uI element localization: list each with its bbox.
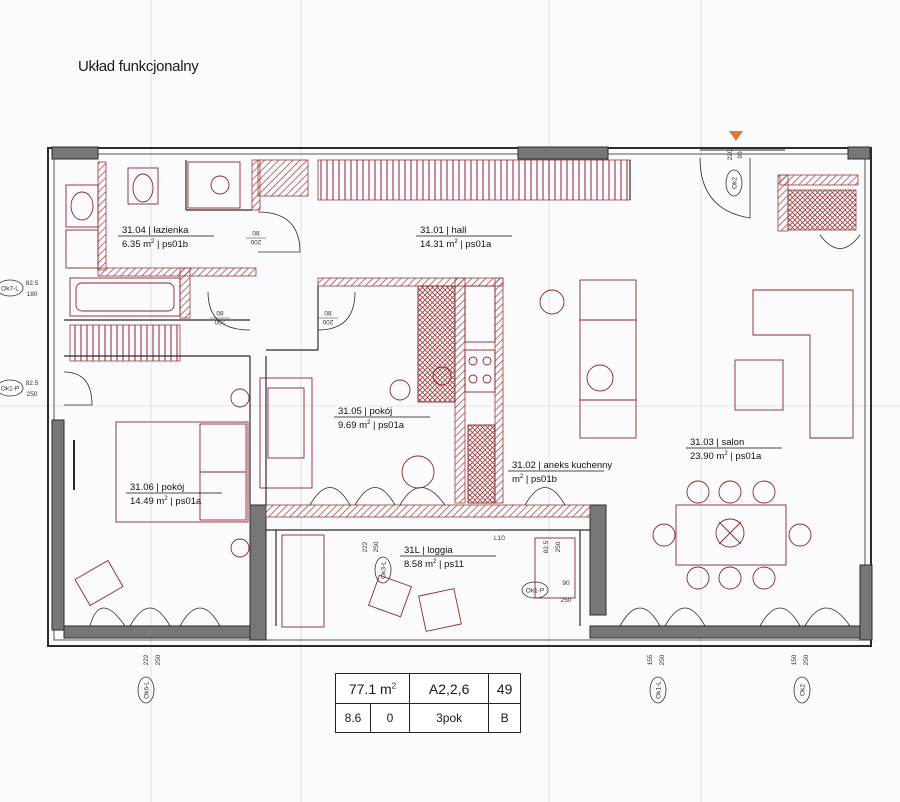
room-id-name: 31.05 | pokój: [338, 406, 392, 417]
summary-number: 49: [488, 673, 521, 704]
furniture-room-31.06: [73, 388, 250, 607]
room-area-code: 8.58 m2 | ps11: [404, 559, 464, 570]
window-tag-label: Ok6-L: [144, 681, 151, 699]
summary-rooms: 3pok: [408, 703, 490, 733]
window-tag: Ok3-L: [374, 556, 392, 584]
paper-crease: [700, 0, 702, 802]
partition-walls: [69, 159, 859, 518]
room-label-31.02: 31.02 | aneks kuchenny m2 | ps01b: [508, 460, 612, 485]
summary-unit-code: A2,2,6: [408, 673, 490, 704]
dimension-value: 180: [27, 291, 38, 298]
loggia-l10-note: L10: [494, 535, 505, 542]
furniture-salon: [539, 289, 854, 590]
unit-summary-table: 77.1 m2 A2,2,6 49 8.6 0 3pok B: [335, 673, 521, 733]
paper-crease: [300, 0, 302, 802]
room-area-code: 14.49 m2 | ps01a: [130, 496, 202, 507]
room-id-name: 31.06 | pokój: [130, 482, 184, 493]
door-width: 200: [322, 318, 333, 325]
door-height: 80: [252, 229, 260, 236]
room-id-name: 31.01 | hall: [420, 225, 466, 236]
dimension-value: 250: [373, 541, 380, 552]
dimension-value: 82.5: [543, 540, 550, 553]
room-label-31.05: 31.05 | pokój 9.69 m2 | ps01a: [334, 406, 430, 431]
entry-marker: [700, 131, 785, 151]
furniture-loggia: [281, 534, 576, 632]
dimension-value: 222: [143, 654, 150, 665]
window-tag-label: Ok2: [800, 684, 807, 696]
dimension-annotations: 82.5 180 82.5 250 222 250 222 250 82.5 250 90 250 15…: [26, 149, 810, 665]
dimension-value: 222: [362, 541, 369, 552]
room-area-code: 23.90 m2 | ps01a: [690, 451, 762, 462]
summary-type: B: [488, 703, 521, 733]
dimension-value: 90: [562, 580, 570, 587]
dimension-value: 82.5: [26, 380, 39, 387]
room-area-code: 14.31 m2 | ps01a: [420, 239, 492, 250]
dimension-value: 250: [561, 597, 572, 604]
room-id-name: 31L | loggia: [404, 545, 453, 556]
window-tag-label: Ok1-P: [1, 386, 19, 393]
room-label-31.06: 31.06 | pokój 14.49 m2 | ps01a: [126, 482, 222, 507]
room-label-31.01: 31.01 | hall 14.31 m2 | ps01a: [416, 225, 512, 250]
outer-walls: [47, 147, 872, 647]
window-tag: Ok2: [793, 676, 811, 704]
dimension-value: 82.5: [26, 280, 39, 287]
room-label-31.04: 31.04 | łazienka 6.35 m2 | ps01b: [118, 225, 214, 250]
furniture-room-31.05: [259, 377, 435, 489]
dimension-value: 250: [155, 654, 162, 665]
room-id-name: 31.02 | aneks kuchenny: [512, 460, 612, 471]
summary-floor: 8.6: [335, 703, 371, 733]
window-tag-label: Ok2: [732, 177, 739, 189]
room-labels: 31.04 | łazienka 6.35 m2 | ps01b 31.01 | h…: [118, 225, 782, 570]
dimension-value: 250: [555, 541, 562, 552]
room-label-31.03: 31.03 | salon 23.90 m2 | ps01a: [686, 437, 782, 462]
window-tag-label: Ok3-L: [381, 561, 388, 579]
room-area-code: 6.35 m2 | ps01b: [122, 239, 188, 250]
window-tag: Ok2: [725, 169, 743, 197]
dimension-value: 150: [791, 654, 798, 665]
window-tag-label: Ok1-P: [526, 588, 544, 595]
window-tag: Ok1-P: [0, 379, 24, 397]
bathroom-fixtures: [65, 161, 241, 317]
window-tag: Ok1-L: [649, 676, 667, 704]
summary-area: 77.1 m2: [335, 673, 410, 704]
paper-crease: [548, 0, 550, 802]
window-tag: Ok1-P: [521, 581, 549, 599]
window-tag-label: Ok1-L: [656, 681, 663, 699]
window-tag-label: Ok7-L: [1, 286, 19, 293]
window-tag: Ok6-L: [137, 676, 155, 704]
summary-staircase: 0: [370, 703, 410, 733]
room-id-name: 31.03 | salon: [690, 437, 744, 448]
dimension-value: 250: [27, 391, 38, 398]
door-height: 80: [216, 309, 224, 316]
room-id-name: 31.04 | łazienka: [122, 225, 189, 236]
paper-crease: [150, 0, 152, 802]
paper-crease: [0, 405, 900, 407]
dimension-value: 90: [737, 151, 744, 159]
window-tag: Ok7-L: [0, 279, 24, 297]
dimension-value: 155: [647, 654, 654, 665]
dimension-value: 220: [727, 149, 734, 160]
door-width: 200: [250, 238, 261, 245]
solid-wall-blocks: [51, 146, 873, 641]
door-height: 80: [324, 309, 332, 316]
dimension-value: 250: [659, 654, 666, 665]
page-title: Układ funkcjonalny: [78, 58, 199, 75]
room-area-code: 9.69 m2 | ps01a: [338, 420, 405, 431]
door-width: 200: [214, 318, 225, 325]
interior-walls: [64, 160, 631, 626]
room-label-31L: 31L | loggia 8.58 m2 | ps11: [400, 545, 496, 570]
room-area-code: m2 | ps01b: [512, 474, 557, 485]
kitchen-units: [417, 279, 637, 504]
dimension-value: 250: [803, 654, 810, 665]
